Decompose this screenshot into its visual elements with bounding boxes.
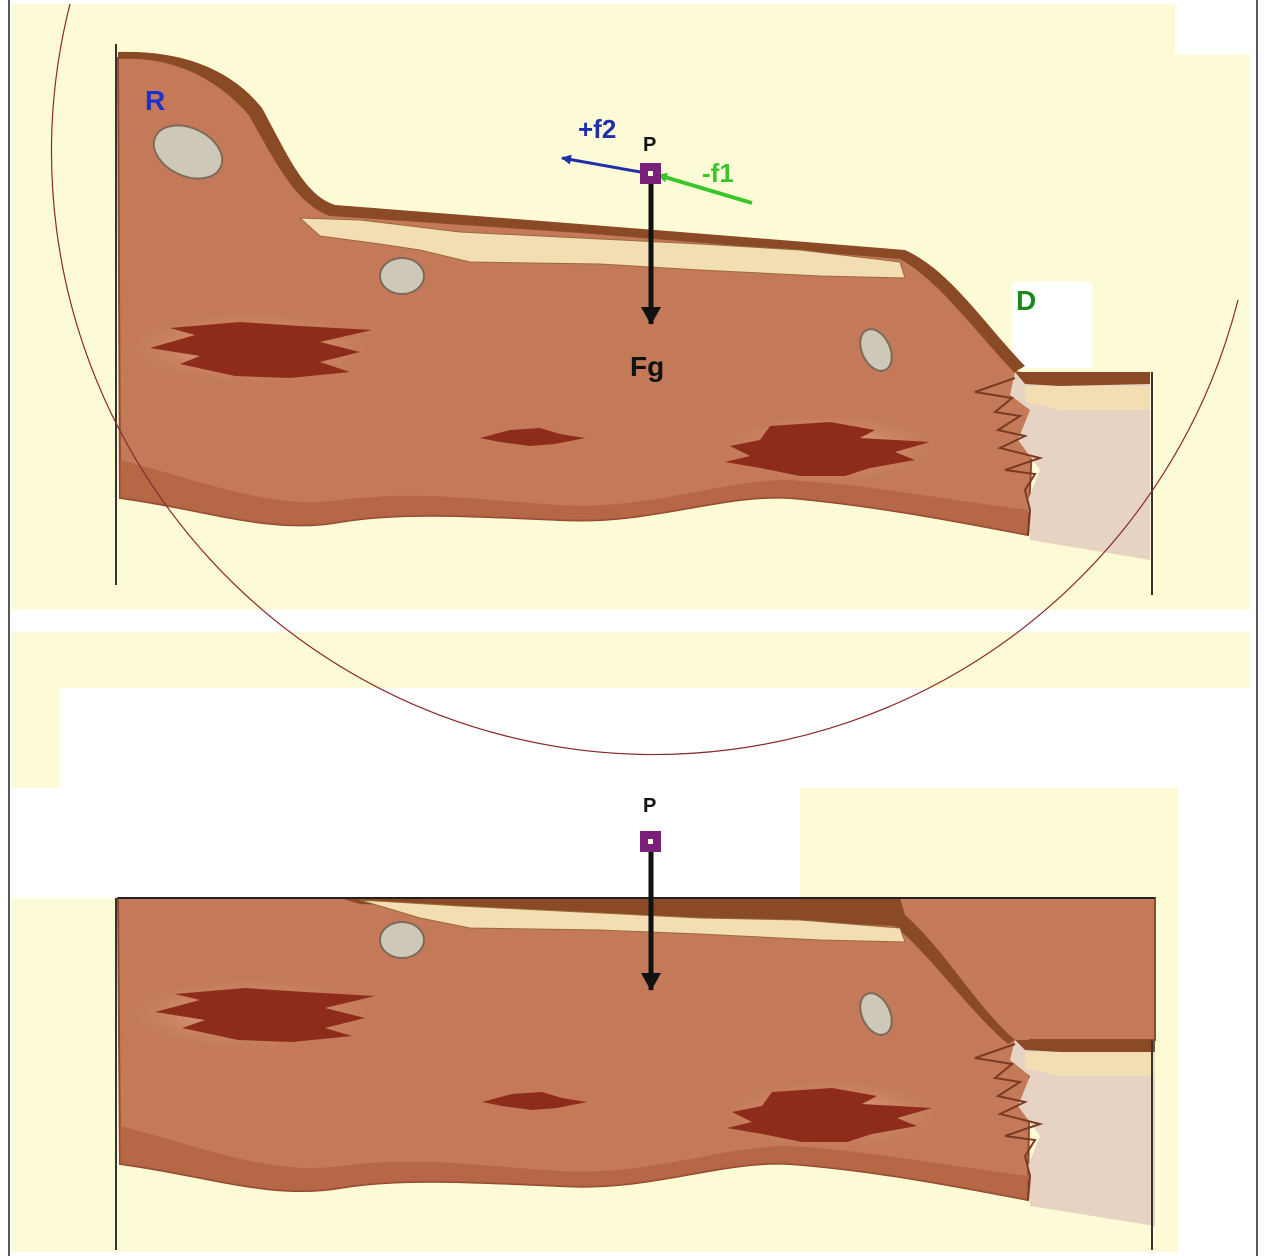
point-p-label-bottom: P <box>643 795 656 817</box>
bottom-panel-white-band <box>60 688 1250 788</box>
top-deposit-crust <box>1015 372 1150 386</box>
top-panel: R D P +f2 -f1 Fg <box>12 4 1250 610</box>
bottom-panel-white-right <box>1178 788 1250 1252</box>
point-p-marker-top-center <box>648 171 653 176</box>
force-f1-label: -f1 <box>702 158 734 188</box>
bottom-deposit-crust <box>1015 1040 1155 1052</box>
bottom-panel-white-block <box>12 788 800 898</box>
region-label-d: D <box>1016 285 1036 316</box>
force-fg-label: Fg <box>630 351 664 382</box>
region-label-r: R <box>145 85 165 116</box>
point-p-marker-bottom-center <box>648 839 653 844</box>
bottom-panel: P <box>12 632 1250 1252</box>
bottom-rock-1 <box>380 922 424 958</box>
top-rock-2 <box>380 258 424 294</box>
force-f2-label: +f2 <box>578 114 616 144</box>
top-panel-white-strip <box>1175 4 1250 54</box>
bottom-deposit-sand <box>1025 1052 1155 1076</box>
point-p-label-top: P <box>643 134 656 156</box>
